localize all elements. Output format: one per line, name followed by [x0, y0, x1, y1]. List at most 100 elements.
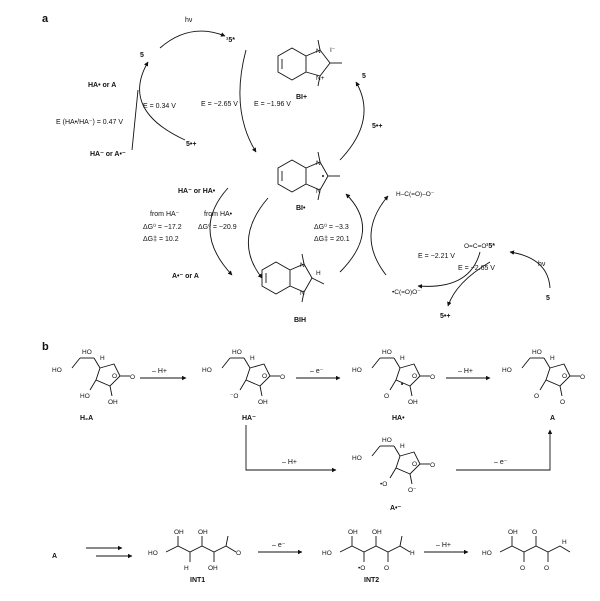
- svg-text:O: O: [560, 399, 565, 406]
- hat-arc-left: [209, 187, 233, 276]
- svg-text:O: O: [130, 374, 135, 381]
- bi-plus-label: BI+: [296, 94, 307, 101]
- formate-arc: [370, 195, 389, 276]
- svg-text:•O: •O: [358, 565, 365, 572]
- svg-text:•O: •O: [380, 481, 387, 488]
- svg-text:HO: HO: [80, 393, 90, 400]
- excitation-arrow-2: [509, 250, 551, 289]
- svg-text:H: H: [316, 270, 321, 277]
- svg-text:O: O: [520, 565, 525, 572]
- svg-text:HO: HO: [148, 550, 158, 557]
- co2-radical-anion: •C(=O)O⁻: [392, 289, 421, 296]
- svg-text:OH: OH: [372, 529, 382, 536]
- bi-to-bih-arc: [248, 197, 269, 279]
- co2-reduction-arc: [417, 251, 481, 289]
- excitation-arrow-1: [159, 30, 226, 49]
- catalyst-radical-cation-3: 5•+: [440, 313, 450, 320]
- step5-label: – e⁻: [494, 459, 508, 466]
- bih-structure: N N H BIH: [261, 253, 325, 324]
- svg-text:⁻O: ⁻O: [230, 393, 239, 400]
- svg-text:OH: OH: [258, 399, 268, 406]
- left-cycle: hν 5 ¹5* HA• or A E = 0.34 V E (HA•/HA⁻)…: [56, 17, 291, 158]
- int1-structure: HO OH H OH OH O INT1: [148, 529, 241, 584]
- svg-text:O: O: [430, 374, 435, 381]
- potential-265-2: E = −2.65 V: [458, 265, 495, 272]
- svg-text:HO: HO: [502, 367, 512, 374]
- oxidative-quench-arc: [239, 49, 257, 153]
- svg-text:HO: HO: [82, 349, 92, 356]
- bi-radical-label: BI•: [296, 205, 306, 212]
- a-label: A: [550, 415, 555, 422]
- ha-or-a-top-label: HA• or A: [88, 82, 116, 89]
- co2-structure: O=C=O: [464, 243, 486, 250]
- svg-text:OH: OH: [208, 565, 218, 572]
- svg-text:HO: HO: [232, 349, 242, 356]
- from-ha-rad-label: from HA•: [204, 211, 233, 218]
- dg-209: ΔG⁰ = −20.9: [198, 223, 237, 231]
- step6-label: – e⁻: [272, 542, 286, 549]
- potential-034: E = 0.34 V: [143, 103, 176, 110]
- dg-33: ΔG⁰ = −3.3: [314, 223, 349, 231]
- catalyst-oxidation-arrow: [447, 261, 491, 307]
- svg-text:HO: HO: [322, 550, 332, 557]
- step1-label: – H+: [152, 368, 167, 375]
- svg-text:O⁻: O⁻: [408, 487, 417, 494]
- dg-201: ΔG‡ = 20.1: [314, 236, 350, 243]
- svg-text:O: O: [384, 565, 389, 572]
- reduction-arc: [139, 61, 186, 141]
- h2a-label: H₂A: [80, 415, 93, 422]
- svg-text:HO: HO: [382, 437, 392, 444]
- dg-102: ΔG‡ = 10.2: [143, 236, 179, 243]
- svg-text:H: H: [410, 550, 415, 557]
- iodide-label: I⁻: [330, 47, 336, 54]
- bih-to-bi-arc: [339, 193, 363, 273]
- svg-text:N: N: [300, 262, 305, 269]
- catalyst-radical-cation-2: 5•+: [372, 123, 382, 130]
- formate-structure: H–C(=O)–O⁻: [396, 191, 435, 198]
- potential-265-1: E = −2.65 V: [201, 101, 238, 108]
- a-start-label: A: [52, 553, 57, 560]
- svg-text:N: N: [316, 48, 321, 55]
- svg-text:O: O: [112, 373, 117, 380]
- ha-radical-structure: HO H HO O O O OH HA•: [352, 349, 435, 422]
- svg-text:O: O: [562, 373, 567, 380]
- svg-text:O: O: [430, 462, 435, 469]
- dg-172: ΔG⁰ = −17.2: [143, 223, 182, 231]
- potential-196: E = −1.96 V: [254, 101, 291, 108]
- svg-text:HO: HO: [202, 367, 212, 374]
- a-structure: HO H HO O O O O A: [502, 349, 585, 422]
- svg-text:N+: N+: [316, 75, 325, 82]
- panel-a-label: a: [42, 13, 49, 25]
- svg-text:N: N: [300, 290, 305, 297]
- int1-label: INT1: [190, 577, 205, 584]
- svg-text:OH: OH: [198, 529, 208, 536]
- svg-text:O: O: [532, 529, 537, 536]
- svg-text:OH: OH: [348, 529, 358, 536]
- svg-text:O: O: [280, 374, 285, 381]
- svg-text:H: H: [550, 355, 555, 362]
- bi-radical-structure: N N BI•: [277, 151, 340, 212]
- svg-text:O: O: [534, 393, 539, 400]
- h2a-structure: HO H HO O O HO OH H₂A: [52, 349, 135, 422]
- catalyst-5-left: 5: [140, 52, 144, 59]
- svg-text:OH: OH: [508, 529, 518, 536]
- svg-text:H: H: [400, 443, 405, 450]
- svg-text:O: O: [262, 373, 267, 380]
- svg-text:HO: HO: [352, 367, 362, 374]
- catalyst-5-right: 5: [362, 73, 366, 80]
- co-reactant-line: [131, 89, 139, 151]
- svg-text:H: H: [562, 539, 567, 546]
- svg-text:H: H: [184, 565, 189, 572]
- int2-label: INT2: [364, 577, 379, 584]
- svg-text:H: H: [250, 355, 255, 362]
- svg-text:N: N: [316, 160, 321, 167]
- step2-label: – e⁻: [310, 368, 324, 375]
- svg-text:OH: OH: [174, 529, 184, 536]
- svg-text:O: O: [544, 565, 549, 572]
- ha-minus-structure: HO H HO O O ⁻O OH HA⁻: [202, 349, 285, 422]
- catalyst-5-excited-1: ¹5*: [226, 37, 235, 44]
- step4-label: – H+: [282, 459, 297, 466]
- bi-plus-structure: N N+ I⁻ BI+: [277, 39, 342, 101]
- panel-b-label: b: [42, 341, 49, 353]
